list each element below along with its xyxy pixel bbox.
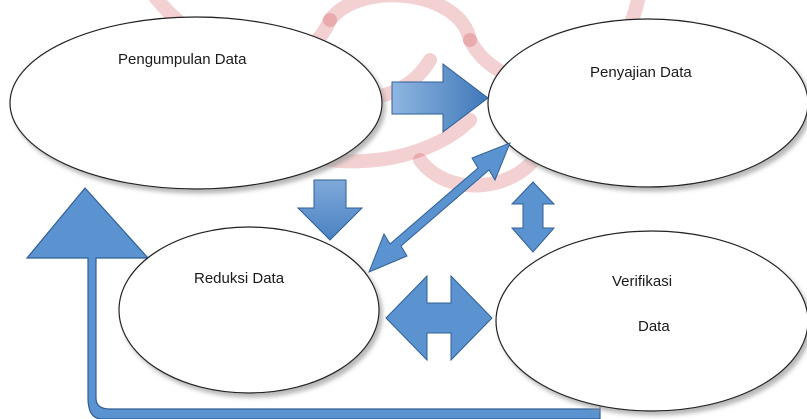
node-pengumpulan	[9, 16, 383, 190]
arrow-pengumpulan-to-reduksi	[296, 179, 364, 241]
label-verifikasi-line1: Verifikasi	[612, 273, 673, 290]
arrow-reduksi-penyajian	[368, 142, 511, 273]
arrow-penyajian-verifikasi	[510, 181, 556, 253]
node-reduksi	[118, 226, 380, 394]
node-verifikasi	[495, 230, 807, 412]
label-penyajian: Penyajian Data	[590, 64, 692, 81]
arrow-reduksi-verifikasi	[385, 274, 493, 362]
loop-arrow	[25, 187, 601, 419]
node-penyajian	[487, 18, 807, 188]
label-verifikasi-line2: Data	[638, 318, 670, 335]
label-reduksi: Reduksi Data	[194, 270, 285, 287]
arrow-pengumpulan-to-penyajian	[391, 62, 489, 134]
label-pengumpulan: Pengumpulan Data	[118, 51, 247, 68]
